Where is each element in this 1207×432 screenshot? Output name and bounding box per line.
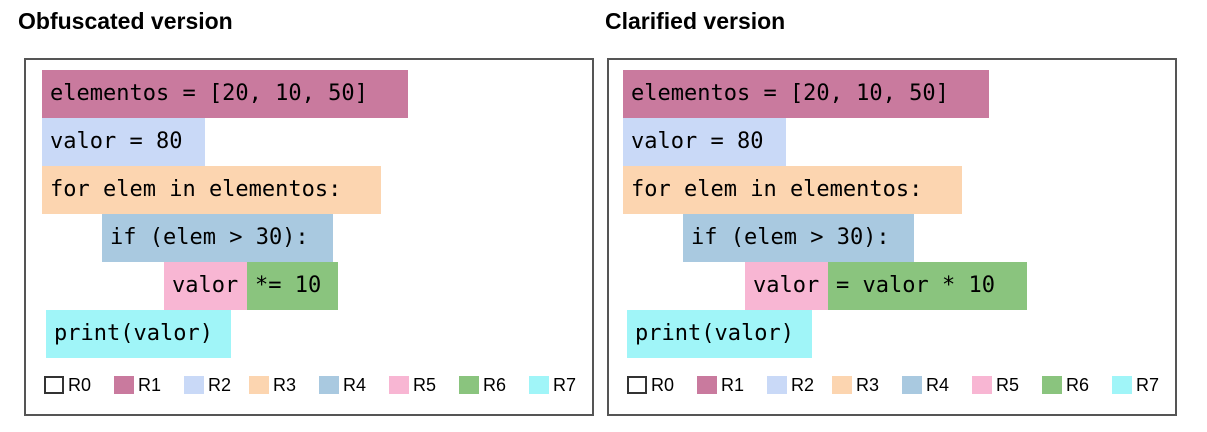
panel-title: Clarified version — [605, 8, 786, 34]
code-segment-r4: if (elem > 30): — [102, 214, 333, 262]
code-segment-r6: = valor * 10 — [828, 262, 1027, 310]
code-segment-r6: *= 10 — [247, 262, 338, 310]
legend-swatch — [529, 376, 549, 394]
legend-swatch — [902, 376, 922, 394]
legend-swatch — [627, 376, 647, 394]
code-segment-r7: print(valor) — [46, 310, 231, 358]
legend-label: R4 — [926, 375, 950, 395]
code-segment-r2: valor = 80 — [623, 118, 786, 166]
legend-label: R4 — [343, 375, 367, 395]
legend-label: R7 — [553, 375, 577, 395]
legend-label: R3 — [273, 375, 297, 395]
legend-label: R5 — [996, 375, 1020, 395]
legend-swatch — [832, 376, 852, 394]
legend-label: R0 — [651, 375, 675, 395]
legend-swatch — [249, 376, 269, 394]
legend-swatch — [1112, 376, 1132, 394]
legend-label: R5 — [413, 375, 437, 395]
legend-swatch — [184, 376, 204, 394]
legend-swatch — [459, 376, 479, 394]
panel-title: Obfuscated version — [18, 8, 233, 34]
legend-label: R1 — [138, 375, 162, 395]
code-segment-r1: elementos = [20, 10, 50] — [623, 70, 989, 118]
legend-swatch — [44, 376, 64, 394]
legend-swatch — [319, 376, 339, 394]
legend-swatch — [767, 376, 787, 394]
legend-label: R6 — [1066, 375, 1090, 395]
legend-swatch — [389, 376, 409, 394]
legend-label: R2 — [208, 375, 232, 395]
legend-label: R7 — [1136, 375, 1160, 395]
legend-label: R6 — [483, 375, 507, 395]
legend-swatch — [697, 376, 717, 394]
code-segment-r4: if (elem > 30): — [683, 214, 914, 262]
code-segment-r3: for elem in elementos: — [623, 166, 962, 214]
legend-label: R0 — [68, 375, 92, 395]
code-segment-r3: for elem in elementos: — [42, 166, 381, 214]
legend-swatch — [1042, 376, 1062, 394]
legend-label: R3 — [856, 375, 880, 395]
code-segment-r2: valor = 80 — [42, 118, 205, 166]
legend-swatch — [114, 376, 134, 394]
region-legend: R0 R1 R2 R3 R4 R5 R6 R7 — [627, 372, 1167, 398]
legend-label: R1 — [721, 375, 745, 395]
code-segment-r7: print(valor) — [627, 310, 812, 358]
code-segment-r1: elementos = [20, 10, 50] — [42, 70, 408, 118]
code-segment-r5: valor — [745, 262, 828, 310]
code-segment-r5: valor — [164, 262, 247, 310]
legend-label: R2 — [791, 375, 815, 395]
legend-swatch — [972, 376, 992, 394]
region-legend: R0 R1 R2 R3 R4 R5 R6 R7 — [44, 372, 584, 398]
